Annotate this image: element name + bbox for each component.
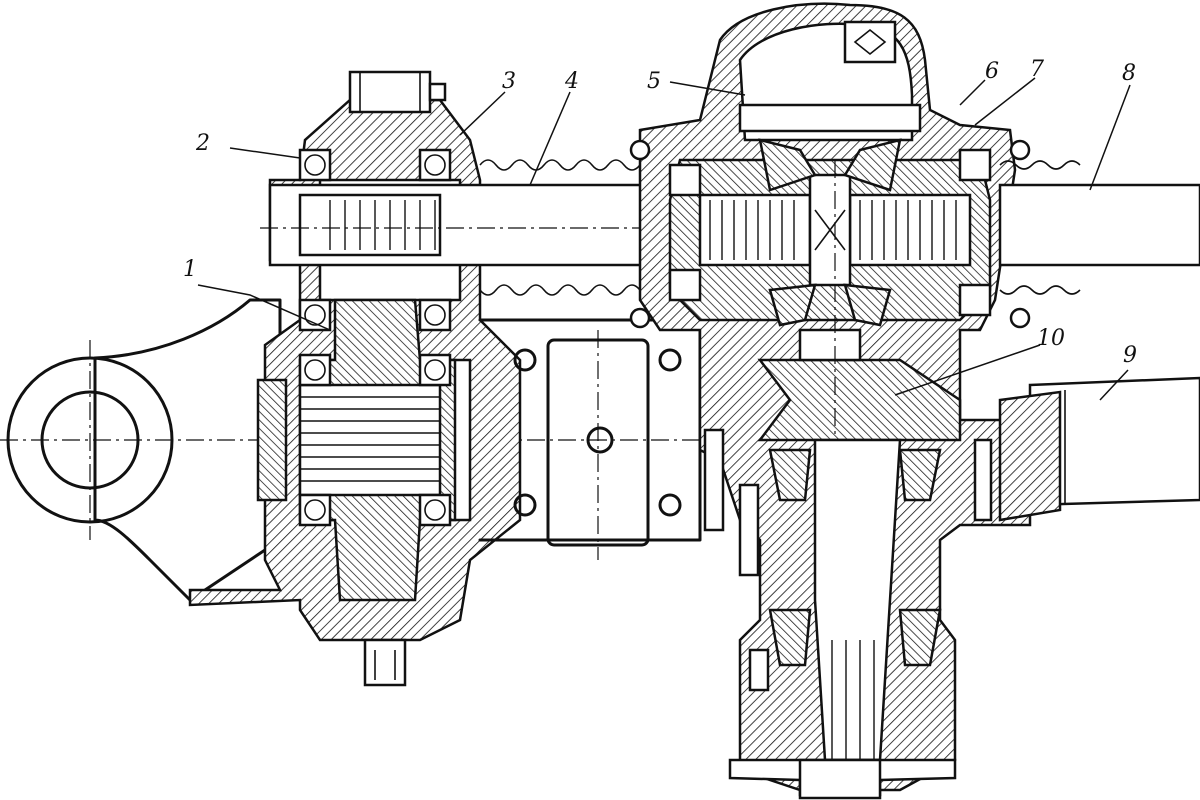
leader-lines: [197, 77, 1131, 401]
callout-10: 10: [1037, 326, 1065, 351]
callout-7: 7: [1030, 57, 1044, 82]
callout-6: 6: [985, 59, 999, 84]
callout-8: 8: [1122, 61, 1136, 86]
drive-pinion-shaft: [703, 428, 993, 800]
callout-2: 2: [195, 131, 210, 156]
final-drive-housing: [188, 70, 522, 687]
half-shaft-right: [998, 160, 1200, 295]
callout-1: 1: [183, 257, 197, 282]
differential-housing: [629, 2, 1032, 800]
callout-4: 4: [564, 69, 579, 94]
callout-3: 3: [502, 69, 516, 94]
axle-tube-right: [998, 376, 1200, 522]
half-shaft-left: [260, 159, 1200, 296]
callout-5: 5: [647, 69, 661, 94]
callout-9: 9: [1123, 343, 1137, 368]
